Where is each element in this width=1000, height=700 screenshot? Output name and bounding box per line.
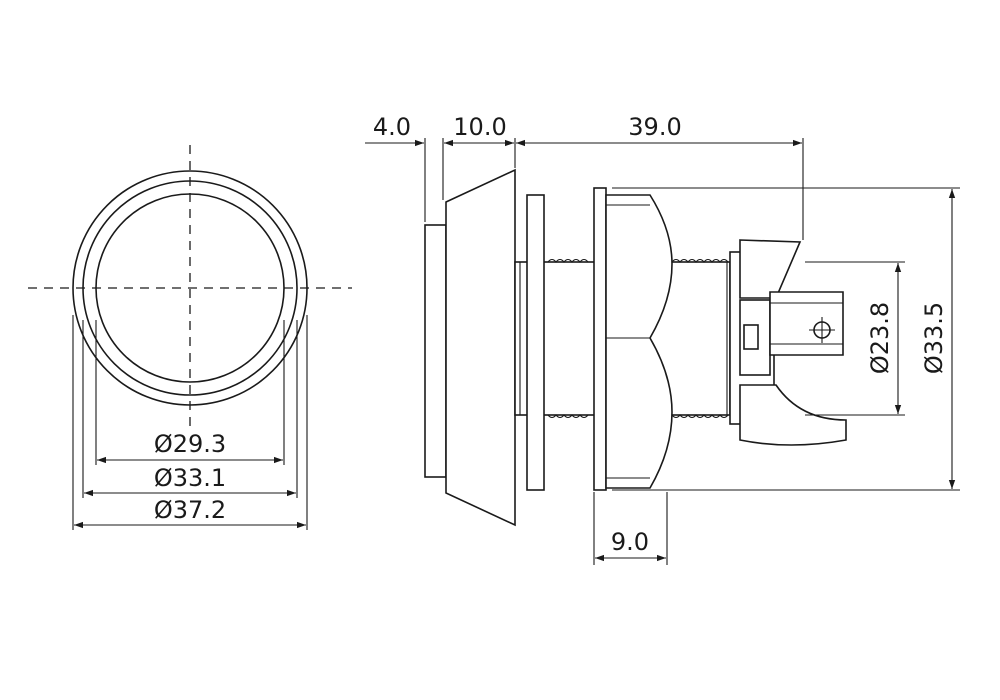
terminal-upper (739, 239, 802, 299)
thread-lines (519, 258, 729, 419)
dim-body-length: 39.0 (628, 113, 681, 141)
terminal-tab (769, 291, 844, 356)
dim-bezel-length: 10.0 (453, 113, 506, 141)
dim-inner-diameter: Ø29.3 (154, 430, 226, 458)
inner-circle (95, 193, 285, 383)
dim-lens-length: 4.0 (373, 113, 411, 141)
nut-flange (593, 187, 607, 491)
washer (526, 194, 545, 491)
dim-nut-diameter: Ø33.5 (920, 302, 948, 374)
lens (424, 224, 447, 478)
dim-outer-diameter: Ø37.2 (154, 496, 226, 524)
side-view: 4.0 10.0 39.0 9.0 Ø23.8 Ø33.5 (365, 113, 960, 565)
terminal-lower (739, 384, 847, 446)
bezel (445, 168, 516, 527)
middle-circle (82, 180, 298, 396)
dim-terminal-diameter: Ø23.8 (866, 302, 894, 374)
switch-plunger (743, 324, 759, 350)
hex-nut (605, 194, 673, 489)
outer-circle (72, 170, 308, 406)
dim-nut-length: 9.0 (611, 528, 649, 556)
front-view: Ø29.3 Ø33.1 Ø37.2 (28, 145, 352, 530)
dim-middle-diameter: Ø33.1 (154, 464, 226, 492)
